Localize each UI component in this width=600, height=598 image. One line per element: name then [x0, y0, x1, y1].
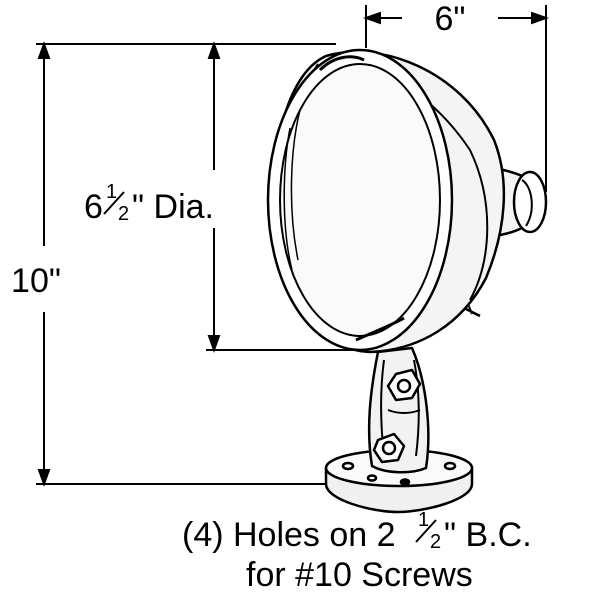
diameter-whole: 6 — [84, 188, 103, 226]
note-frac-num: 1 — [418, 509, 429, 531]
height-arrow-top — [37, 41, 51, 59]
mounting-note: (4) Holes on 2 1 2 " B.C. for #10 Screws — [182, 509, 532, 594]
diameter-frac-num: 1 — [106, 181, 117, 203]
width-label: 6" — [435, 0, 466, 38]
note-frac-den: 2 — [430, 531, 441, 553]
width-arrow-left — [363, 11, 381, 25]
height-dimension — [36, 41, 336, 487]
note-line1-suffix: " B.C. — [444, 516, 532, 554]
fraction-slash — [103, 191, 125, 215]
width-arrow-right — [531, 11, 549, 25]
note-line2: for #10 Screws — [246, 556, 473, 593]
diameter-arrow-top — [207, 41, 221, 59]
screw-hole — [399, 478, 411, 486]
base-plate — [324, 448, 474, 514]
swivel-bracket — [367, 346, 430, 474]
lamp-illustration — [266, 48, 548, 514]
screw-hole — [341, 461, 355, 471]
diameter-label: 6 1 2 " Dia. — [84, 181, 214, 226]
height-label: 10" — [11, 262, 61, 300]
lamp-rim-bottom — [355, 316, 405, 342]
diameter-suffix: " Dia. — [132, 188, 214, 226]
diameter-dimension — [206, 41, 368, 353]
diameter-frac-den: 2 — [118, 203, 129, 225]
lamp-lens — [266, 48, 454, 352]
screw-hole — [366, 474, 378, 482]
diameter-arrow-bottom — [207, 335, 221, 353]
height-arrow-bottom — [37, 469, 51, 487]
fraction-slash — [415, 519, 437, 543]
screw-hole — [443, 461, 457, 471]
note-line1-prefix: (4) Holes on 2 — [182, 516, 396, 554]
width-dimension — [363, 5, 549, 192]
lamp-rim-top — [318, 55, 365, 72]
